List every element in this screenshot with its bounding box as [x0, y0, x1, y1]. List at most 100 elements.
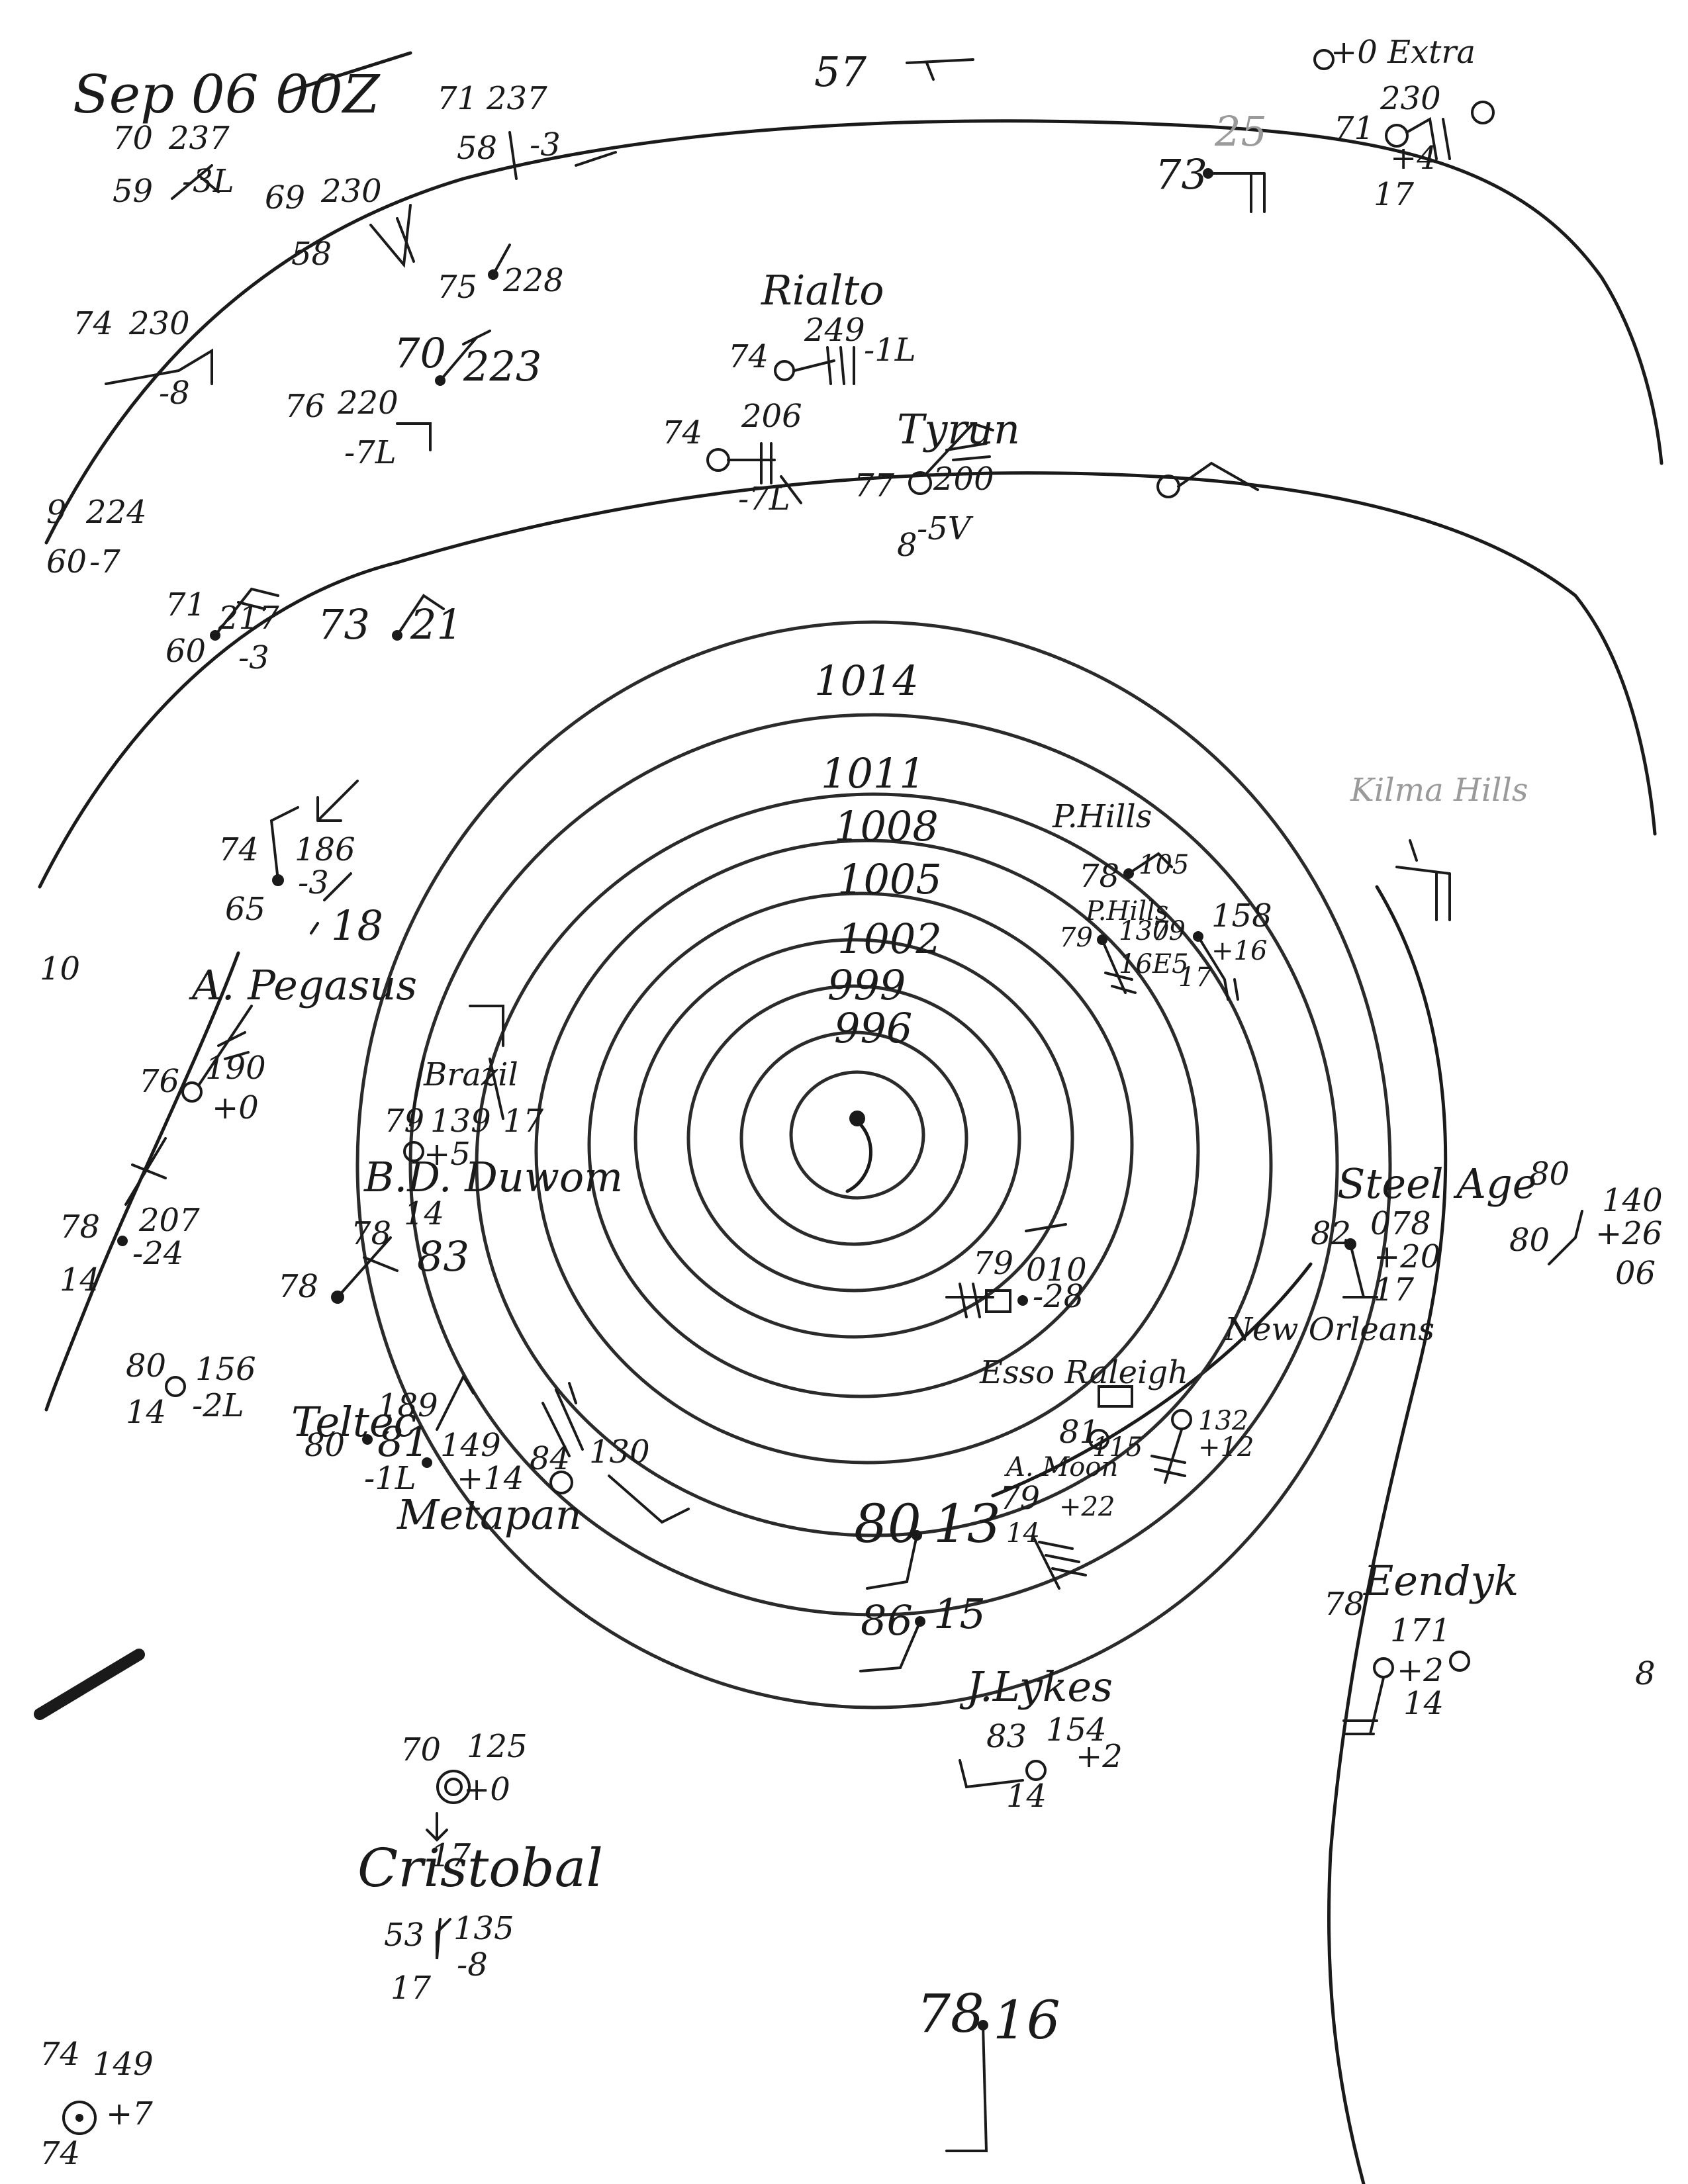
station-temp: 70: [394, 329, 446, 377]
station-tendency: -2L: [192, 1387, 244, 1424]
station-temp: 74: [218, 831, 259, 868]
station-tyrun: Tyrun 77 200 -5V 8: [854, 405, 1020, 564]
station-74-230: 74 230 -8: [73, 305, 213, 412]
station-71-237: 71 237 58 -3: [437, 80, 617, 180]
station-80-156: 80 156 -2L 14: [126, 1347, 256, 1431]
station-extra: 14: [60, 1261, 100, 1298]
station-circle: [1025, 1760, 1047, 1781]
station-temp: 82: [1311, 1215, 1351, 1252]
ship-name-bd-duwom: B.D. Duwom: [363, 1153, 623, 1201]
station-pressure: 223: [463, 342, 541, 390]
station-dot: [422, 1457, 432, 1468]
station-149: 149 +14: [422, 1427, 524, 1497]
station-010: 79 010 -28: [945, 1223, 1087, 1318]
station-80-140: 80 140 80 +26 06: [1509, 1156, 1663, 1292]
isobar-label-1008: 1008: [834, 802, 939, 850]
station-tendency: -8: [159, 375, 190, 412]
station-temp: 70: [400, 1731, 441, 1768]
station-circle: [1171, 1409, 1192, 1430]
station-pressure: 189: [377, 1387, 438, 1424]
isobar-1008: [475, 792, 1273, 1537]
station-temp: 69: [265, 179, 305, 216]
station-steel-age: Steel Age 82 078 +20 17: [1311, 1160, 1536, 1308]
station-dot: [117, 1236, 128, 1246]
station-p-hills: P.Hills 78 105: [1052, 798, 1189, 895]
bottom-left-label: 74: [40, 2036, 80, 2073]
station-75-228: 75 228: [437, 244, 564, 306]
station-pressure: 140: [1602, 1182, 1663, 1219]
top-right-extra: +0 Extra: [1331, 34, 1476, 71]
station-temp: 53: [384, 1917, 424, 1954]
station-tendency: +7: [106, 2095, 153, 2132]
ship-name-brazil: Brazil: [423, 1056, 518, 1093]
station-158: 79 158 +16 17: [1152, 897, 1272, 1001]
station-temp-b: 78: [278, 1268, 318, 1305]
station-dot: [75, 2114, 83, 2122]
station-temp: 80: [1509, 1222, 1550, 1259]
station-square: [985, 1289, 1011, 1313]
ship-name-eendyk: Eendyk: [1363, 1557, 1519, 1605]
isobar-1011: [408, 713, 1339, 1617]
station-dewpoint: 59: [113, 173, 153, 210]
ship-name-teltec: Teltec: [291, 1398, 416, 1446]
station-moon: A. Moon 79 +22 14: [1000, 1452, 1118, 1590]
station-tendency: -1L: [364, 1460, 416, 1497]
station-73-25: 73 25: [1155, 107, 1267, 213]
station-pressure: 149: [93, 2046, 154, 2083]
station-eendyk: Eendyk 78 171 +2 14: [1324, 1557, 1519, 1735]
station-dewpoint: 58: [457, 130, 497, 167]
ship-name-new-orleans: New Orleans: [1224, 1311, 1434, 1348]
station-tendency: +16: [1211, 936, 1267, 966]
station-pressure: 14: [404, 1195, 444, 1232]
station-extra: 17: [1374, 1271, 1415, 1308]
wind-barb: [1101, 938, 1137, 994]
station-circle: [774, 360, 795, 381]
station-temp: 74: [73, 305, 113, 342]
wind-barb: [508, 131, 617, 180]
ship-name-p-hills: P.Hills: [1052, 798, 1152, 835]
station-temp: 78: [917, 1983, 984, 2044]
station-pressure: 125: [467, 1728, 528, 1765]
ship-name-a-moon: A. Moon: [1004, 1452, 1118, 1482]
station-dewpoint: 81: [377, 1418, 430, 1466]
station-80-13: 80 13: [854, 1493, 1001, 1590]
station-temp: 80: [854, 1493, 921, 1555]
station-lykes: J.Lykes 83 154 +2 14: [959, 1662, 1123, 1815]
station-pressure: 132: [1198, 1406, 1248, 1436]
station-extra: 17: [391, 1970, 432, 2007]
ship-name-j-lykes: J.Lykes: [959, 1662, 1113, 1711]
top-center-label: 57: [814, 48, 867, 96]
wind-barb: [541, 1382, 690, 1524]
wind-barb: [793, 346, 855, 385]
station-pressure: 078: [1370, 1205, 1431, 1242]
station-dewpoint: 58: [291, 236, 332, 273]
ship-name-cristobal: Cristobal: [357, 1837, 603, 1899]
station-p-hills-2: P.Hills 79 130 16E5: [1059, 896, 1189, 994]
station-temp-top: 80: [1529, 1156, 1570, 1193]
station-tendency: 16E5: [1119, 949, 1189, 979]
wind-barb: [925, 422, 994, 475]
wind-barb: [959, 1759, 1024, 1789]
station-86-15: 86 15: [859, 1590, 986, 1672]
station-circle-right: [1471, 101, 1495, 124]
station-tendency: +0: [463, 1771, 510, 1808]
station-tendency: -7: [89, 543, 120, 580]
station-temp: 74: [662, 414, 702, 451]
front-line-west: [44, 951, 240, 1412]
wind-barb: [1150, 1428, 1186, 1484]
wind-barb: [396, 422, 432, 451]
station-69-230: 69 230 58: [265, 173, 415, 273]
wind-barb: [124, 1005, 253, 1206]
station-dewpoint: 65: [225, 891, 265, 928]
ship-name-steel-age: Steel Age: [1337, 1160, 1536, 1208]
isobar-label-1014: 1014: [814, 657, 919, 705]
station-78-207: 78 207 -24 14: [60, 1202, 200, 1298]
station-tendency: +2: [1397, 1652, 1444, 1689]
wind-barb: [436, 1918, 451, 1960]
station-pressure: 228: [502, 262, 564, 299]
wind-barb: [439, 330, 491, 382]
station-pressure: 130: [589, 1433, 650, 1471]
station-duwom: 78 14 83 78: [278, 1195, 469, 1305]
station-extra: 14: [1403, 1685, 1444, 1722]
